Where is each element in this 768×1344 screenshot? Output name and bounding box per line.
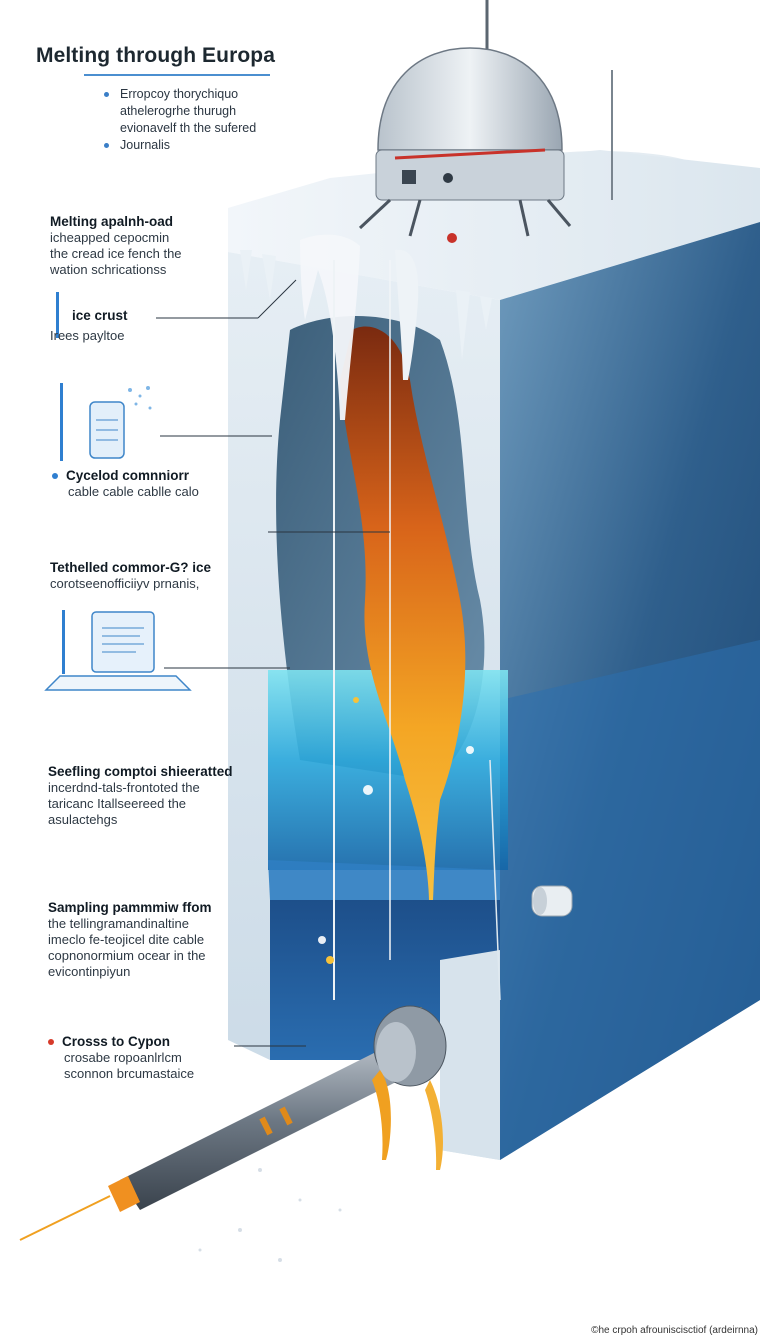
ice-step-lower xyxy=(440,950,500,1160)
frost-particles xyxy=(198,1168,342,1262)
label-comms: Cycelod comnniorr cable cable cablle cal… xyxy=(52,468,199,500)
label-seeking: Seefling comptoi shieeratted incerdnd-ta… xyxy=(48,764,233,827)
server-cylinder-icon xyxy=(89,386,152,459)
intro-line: Erropcoy thorychiquo xyxy=(104,86,256,103)
bullet-dot-icon xyxy=(104,92,109,97)
bullet-red-icon xyxy=(48,1039,54,1046)
leader-lines xyxy=(156,279,390,1047)
label-ice-crust: ice crust xyxy=(72,308,128,323)
label-melting: Melting apalnh-oad icheapped cepocmin th… xyxy=(50,214,182,277)
intro-line: athelerogrhe thurugh xyxy=(120,104,237,118)
cryobot-probe xyxy=(19,1005,447,1241)
water-droplets xyxy=(318,746,474,944)
floating-canister-icon xyxy=(531,885,573,917)
title-underline xyxy=(84,74,270,76)
surface-lander xyxy=(358,0,613,243)
laptop-icon xyxy=(44,611,192,691)
intro-line: Journalis xyxy=(104,137,256,154)
accent-bar xyxy=(60,383,63,461)
icicles xyxy=(240,250,492,360)
tether-line xyxy=(489,759,501,1001)
bullet-dot-icon xyxy=(104,143,109,148)
meltwater-streak xyxy=(300,234,360,420)
accent-bar xyxy=(62,610,65,674)
diagram-title: Melting through Europa xyxy=(36,44,276,67)
side-ocean-band xyxy=(500,640,760,1160)
intro-text: Erropcoy thorychiquo athelerogrhe thurug… xyxy=(104,86,256,154)
bullet-blue-icon xyxy=(52,473,58,480)
label-ice-crust-sub: Irees payltoe xyxy=(50,328,125,343)
label-cross: Crosss to Cypon crosabe ropoanlrlcm scon… xyxy=(48,1034,194,1082)
ice-surface-top xyxy=(228,150,760,300)
label-sampling: Sampling pammmiw ffom the tellingramandi… xyxy=(48,900,212,979)
label-tethered: Tethelled commor-G? ice corotseenofficii… xyxy=(50,560,212,591)
figure-caption: ©he crpoh afrouniscisctiof (ardeirnna) xyxy=(591,1325,758,1336)
intro-line: evionavelf th the sufered xyxy=(120,121,257,135)
molten-plume xyxy=(340,326,466,900)
accent-bar xyxy=(56,292,59,338)
meltwater-streak xyxy=(395,249,419,380)
